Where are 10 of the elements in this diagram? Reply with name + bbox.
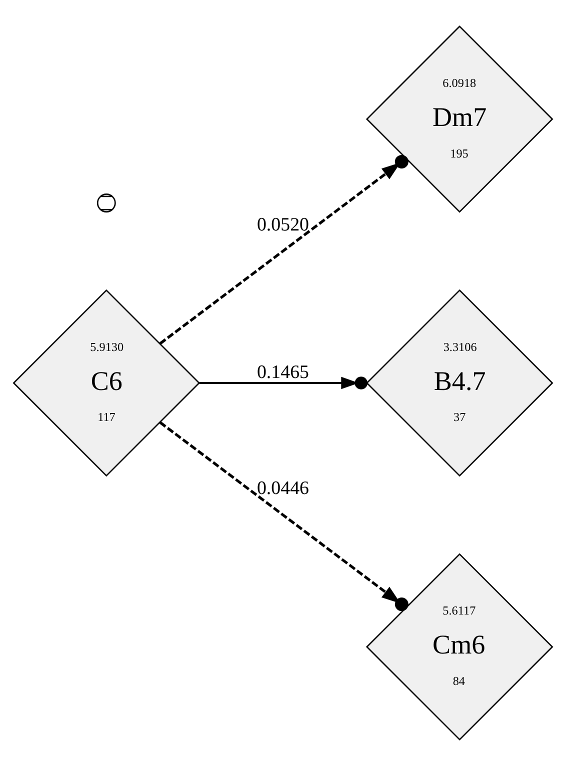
edge-label: 0.0446 [256, 478, 310, 499]
edge-label: 0.0520 [256, 214, 310, 235]
node-diamond: 5.6117 Cm6 84 [366, 552, 554, 740]
arrow [159, 420, 408, 611]
node-diamond: 5.9130 C6 117 [12, 288, 200, 476]
arrow [159, 154, 408, 344]
node-diamond: 6.0918 Dm7 195 [366, 24, 554, 212]
arrow [199, 376, 368, 389]
node-diamond: 3.3106 B4.7 37 [366, 288, 554, 476]
edge-label: 0.1465 [256, 361, 310, 382]
